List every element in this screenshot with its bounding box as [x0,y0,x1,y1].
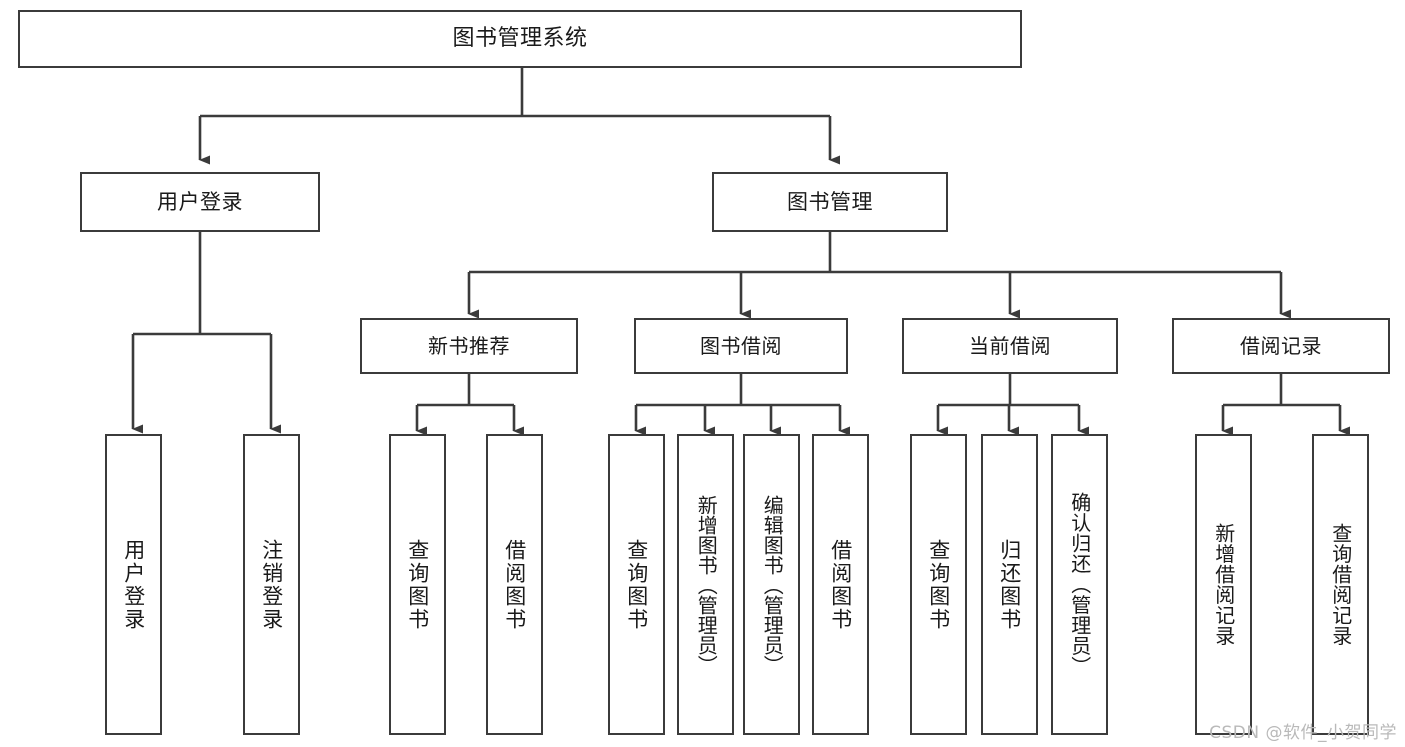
node-current-borrow[interactable]: 当前借阅 [902,318,1118,374]
leaf-bb-borrow-book[interactable]: 借阅图书 [812,434,869,735]
node-book-borrow[interactable]: 图书借阅 [634,318,848,374]
leaf-bb-add-book-admin[interactable]: 新增图书（管理员） [677,434,734,735]
leaf-user-login[interactable]: 用户登录 [105,434,162,735]
edges-borrow-record-to-leaves [1221,374,1350,436]
node-root-system[interactable]: 图书管理系统 [18,10,1022,68]
leaf-br-add-record-label: 新增借阅记录 [1211,523,1236,646]
leaf-nb-borrow-book-label: 借阅图书 [502,538,527,631]
node-root-system-label: 图书管理系统 [452,26,588,52]
leaf-cb-confirm-return-admin[interactable]: 确认归还（管理员） [1051,434,1108,735]
node-current-borrow-label: 当前借阅 [969,333,1051,358]
leaf-br-add-record[interactable]: 新增借阅记录 [1195,434,1252,735]
node-book-manage[interactable]: 图书管理 [712,172,948,232]
node-new-book-recommend[interactable]: 新书推荐 [360,318,578,374]
edges-new-book-to-leaves [415,374,524,436]
edges-user-login-to-leaves [131,232,281,434]
leaf-cb-confirm-return-admin-label: 确认归还（管理员） [1067,492,1092,677]
leaf-nb-query-book[interactable]: 查询图书 [389,434,446,735]
leaf-bb-query-book[interactable]: 查询图书 [608,434,665,735]
edges-book-borrow-to-leaves [634,374,850,436]
leaf-br-query-record-label: 查询借阅记录 [1328,523,1353,646]
node-new-book-recommend-label: 新书推荐 [428,333,510,358]
node-borrow-record-label: 借阅记录 [1240,333,1322,358]
edges-root-to-level2 [198,68,840,165]
node-book-manage-label: 图书管理 [787,189,873,214]
leaf-nb-query-book-label: 查询图书 [405,538,430,631]
leaf-bb-query-book-label: 查询图书 [624,538,649,631]
edges-book-manage-to-level3 [467,232,1291,319]
node-borrow-record[interactable]: 借阅记录 [1172,318,1390,374]
leaf-bb-edit-book-admin[interactable]: 编辑图书（管理员） [743,434,800,735]
leaf-bb-add-book-admin-label: 新增图书（管理员） [694,494,719,675]
leaf-logout[interactable]: 注销登录 [243,434,300,735]
csdn-watermark: CSDN @软件_小贺同学 [1209,723,1397,743]
leaf-br-query-record[interactable]: 查询借阅记录 [1312,434,1369,735]
edges-current-borrow-to-leaves [936,374,1089,436]
leaf-cb-query-book[interactable]: 查询图书 [910,434,967,735]
leaf-cb-return-book-label: 归还图书 [997,538,1022,631]
leaf-nb-borrow-book[interactable]: 借阅图书 [486,434,543,735]
leaf-user-login-label: 用户登录 [121,538,146,631]
leaf-cb-query-book-label: 查询图书 [926,538,951,631]
node-book-borrow-label: 图书借阅 [700,333,782,358]
leaf-logout-label: 注销登录 [259,538,284,631]
node-user-login[interactable]: 用户登录 [80,172,320,232]
leaf-bb-edit-book-admin-label: 编辑图书（管理员） [760,494,785,675]
leaf-cb-return-book[interactable]: 归还图书 [981,434,1038,735]
node-user-login-label: 用户登录 [157,189,243,214]
leaf-bb-borrow-book-label: 借阅图书 [828,538,853,631]
